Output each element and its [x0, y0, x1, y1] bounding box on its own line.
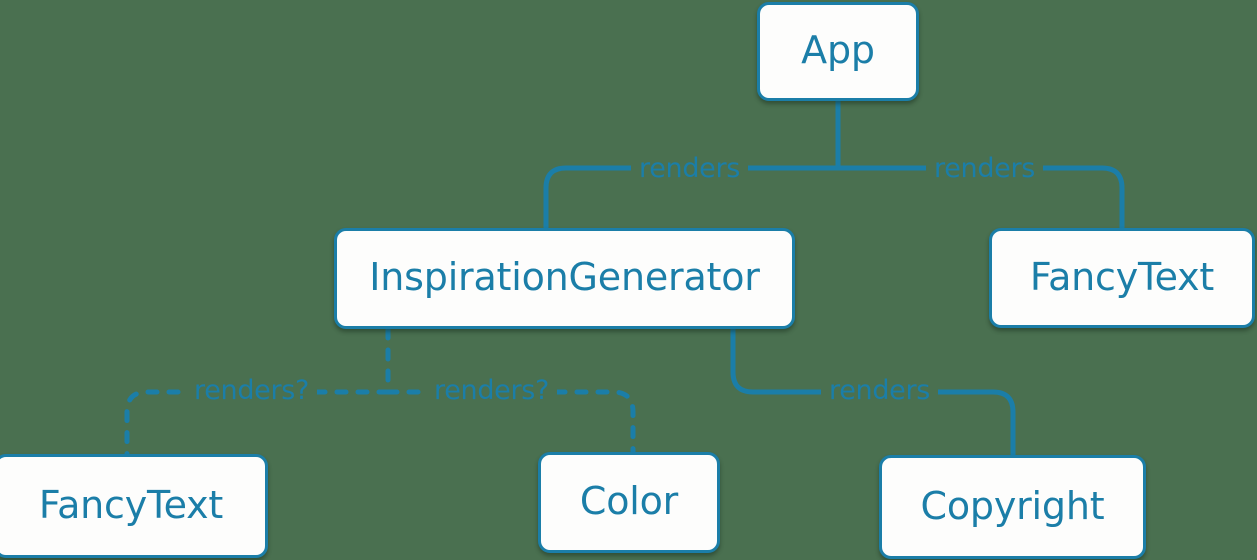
node-app[interactable]: App [757, 2, 919, 101]
node-fancytext-top[interactable]: FancyText [989, 228, 1255, 328]
node-fancytext-top-label: FancyText [1029, 254, 1215, 299]
edge-app-to-inspirationgenerator [543, 165, 841, 231]
node-inspirationgenerator-label: InspirationGenerator [369, 255, 760, 299]
edge-label-app-to-inspirationgenerator: renders [631, 155, 749, 182]
edge-label-inspirationgenerator-to-color: renders? [426, 377, 558, 404]
edge-label-app-to-fancytext: renders [926, 155, 1044, 182]
node-app-label: App [801, 28, 875, 72]
node-copyright-label: Copyright [920, 483, 1105, 528]
node-copyright[interactable]: Copyright [879, 455, 1146, 559]
edge-inspirationgenerator-to-color [385, 389, 636, 455]
edge-label-inspirationgenerator-to-fancytext: renders? [186, 377, 318, 404]
node-fancytext-bottom-label: FancyText [38, 482, 224, 527]
node-fancytext-bottom[interactable]: FancyText [0, 454, 268, 558]
node-color[interactable]: Color [538, 452, 720, 553]
node-inspirationgenerator[interactable]: InspirationGenerator [334, 228, 795, 329]
edge-inspirationgenerator-to-fancytext [124, 389, 391, 458]
node-color-label: Color [579, 479, 679, 523]
edge-app-to-fancytext [835, 165, 1125, 231]
edge-label-inspirationgenerator-to-copyright: renders [821, 377, 939, 404]
